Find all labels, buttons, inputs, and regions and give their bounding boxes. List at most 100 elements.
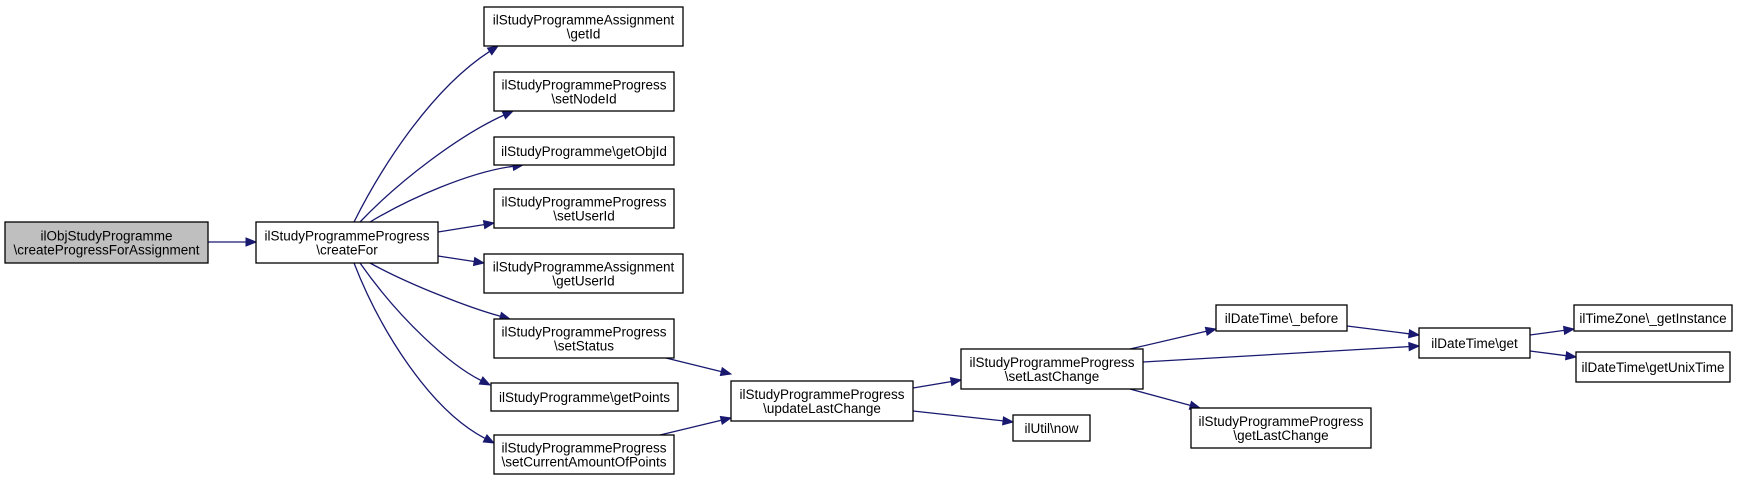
arrowhead	[472, 256, 486, 267]
node-label-line: \setUserId	[553, 209, 615, 224]
node-dtGetUnixTime[interactable]: ilDateTime\getUnixTime	[1575, 351, 1731, 383]
edge-createFor-to-setCurrentAmount	[353, 262, 496, 444]
node-tzGetInstance[interactable]: ilTimeZone\_getInstance	[1573, 304, 1733, 332]
node-box	[490, 382, 679, 412]
node-box	[493, 434, 675, 475]
node-label-line: ilStudyProgrammeProgress	[501, 78, 666, 93]
node-getPoints[interactable]: ilStudyProgramme\getPoints	[490, 382, 679, 412]
arrowhead	[719, 415, 733, 426]
node-label-line: \createFor	[316, 243, 378, 258]
node-dtBefore[interactable]: ilDateTime\_before	[1215, 304, 1348, 332]
node-setNodeId[interactable]: ilStudyProgrammeProgress\setNodeId	[493, 71, 675, 112]
node-label-line: \getLastChange	[1233, 428, 1328, 443]
arrowhead	[482, 219, 496, 230]
node-setLastChange[interactable]: ilStudyProgrammeProgress\setLastChange	[960, 348, 1144, 390]
node-label-line: ilStudyProgrammeProgress	[739, 387, 904, 402]
node-label-line: ilStudyProgrammeAssignment	[493, 13, 675, 28]
node-label-line: ilDateTime\getUnixTime	[1581, 360, 1724, 375]
node-label-line: ilStudyProgrammeProgress	[501, 441, 666, 456]
edge-line	[437, 223, 485, 233]
node-box	[1012, 414, 1091, 442]
node-label-line: ilTimeZone\_getInstance	[1579, 311, 1726, 326]
node-utilNow[interactable]: ilUtil\now	[1012, 414, 1091, 442]
edge-setLastChange-to-dtBefore	[1129, 326, 1218, 350]
node-box	[1215, 304, 1348, 332]
edge-line	[659, 419, 722, 436]
arrowhead	[1407, 328, 1421, 339]
arrowhead	[1204, 326, 1218, 336]
edge-createFor-to-assignGetId	[353, 45, 500, 223]
node-box	[4, 221, 209, 264]
node-label-line: \setCurrentAmountOfPoints	[501, 455, 666, 470]
node-box	[730, 380, 914, 422]
arrowhead	[482, 433, 496, 444]
node-box	[960, 348, 1144, 390]
node-assignGetId[interactable]: ilStudyProgrammeAssignment\getId	[483, 6, 684, 47]
node-box	[255, 221, 439, 264]
node-setStatus[interactable]: ilStudyProgrammeProgress\setStatus	[493, 318, 675, 359]
edge-setLastChange-to-getLastChange	[1129, 388, 1202, 410]
edge-line	[912, 410, 1004, 422]
node-getObjId[interactable]: ilStudyProgramme\getObjId	[493, 136, 675, 166]
edge-line	[353, 50, 490, 223]
node-label-line: \updateLastChange	[763, 401, 881, 416]
arrowhead	[1408, 341, 1421, 352]
edge-setStatus-to-updateLastChange	[665, 357, 733, 377]
edge-updateLastChange-to-setLastChange	[912, 377, 963, 389]
node-box	[493, 318, 675, 359]
arrowhead	[245, 237, 258, 247]
arrowhead	[1002, 416, 1015, 426]
node-label-line: \createProgressForAssignment	[13, 243, 199, 258]
arrowhead	[1562, 325, 1576, 336]
node-label-line: ilStudyProgramme\getObjId	[501, 144, 667, 159]
node-label-line: \setLastChange	[1005, 369, 1100, 384]
node-box	[1190, 407, 1372, 449]
edge-line	[437, 255, 475, 263]
node-layer: ilObjStudyProgramme\createProgressForAss…	[4, 6, 1733, 475]
arrowhead	[949, 377, 963, 387]
edge-line	[1129, 388, 1191, 407]
node-setUserId[interactable]: ilStudyProgrammeProgress\setUserId	[493, 188, 675, 229]
node-label-line: \getUserId	[552, 274, 614, 289]
node-dtGet[interactable]: ilDateTime\get	[1418, 327, 1531, 359]
node-label-line: \setStatus	[554, 339, 614, 354]
node-label-line: ilStudyProgramme\getPoints	[499, 390, 670, 405]
edge-updateLastChange-to-utilNow	[912, 410, 1015, 426]
edge-line	[1129, 330, 1207, 350]
edge-line	[369, 262, 501, 317]
arrowhead	[478, 376, 492, 386]
node-setCurrentAmount[interactable]: ilStudyProgrammeProgress\setCurrentAmoun…	[493, 434, 675, 475]
node-box	[1573, 304, 1733, 332]
edge-line	[369, 165, 514, 223]
edge-line	[1529, 329, 1565, 336]
arrowhead	[719, 366, 733, 377]
node-root[interactable]: ilObjStudyProgramme\createProgressForAss…	[4, 221, 209, 264]
edge-line	[1529, 350, 1567, 357]
edge-line	[359, 114, 505, 223]
edge-dtGet-to-dtGetUnixTime	[1529, 350, 1578, 361]
node-label-line: ilStudyProgrammeProgress	[501, 325, 666, 340]
node-label-line: ilStudyProgrammeProgress	[969, 355, 1134, 370]
node-box	[1418, 327, 1531, 359]
edge-createFor-to-setUserId	[437, 219, 496, 233]
node-box	[483, 253, 684, 294]
edge-createFor-to-getPoints	[359, 262, 492, 386]
edge-dtBefore-to-dtGet	[1346, 325, 1421, 339]
edge-line	[665, 357, 722, 373]
edge-createFor-to-setNodeId	[359, 110, 515, 223]
node-label-line: ilStudyProgrammeAssignment	[493, 260, 675, 275]
node-label-line: ilObjStudyProgramme	[40, 229, 172, 244]
edge-line	[1346, 325, 1410, 335]
node-label-line: ilUtil\now	[1024, 421, 1078, 436]
node-box	[493, 188, 675, 229]
node-getLastChange[interactable]: ilStudyProgrammeProgress\getLastChange	[1190, 407, 1372, 449]
node-label-line: \getId	[567, 27, 601, 42]
edge-createFor-to-assignGetUserId	[437, 255, 486, 267]
node-updateLastChange[interactable]: ilStudyProgrammeProgress\updateLastChang…	[730, 380, 914, 422]
edge-setLastChange-to-dtGet	[1142, 341, 1421, 363]
node-assignGetUserId[interactable]: ilStudyProgrammeAssignment\getUserId	[483, 253, 684, 294]
node-box	[493, 71, 675, 112]
node-createFor[interactable]: ilStudyProgrammeProgress\createFor	[255, 221, 439, 264]
edge-line	[1142, 345, 1410, 363]
